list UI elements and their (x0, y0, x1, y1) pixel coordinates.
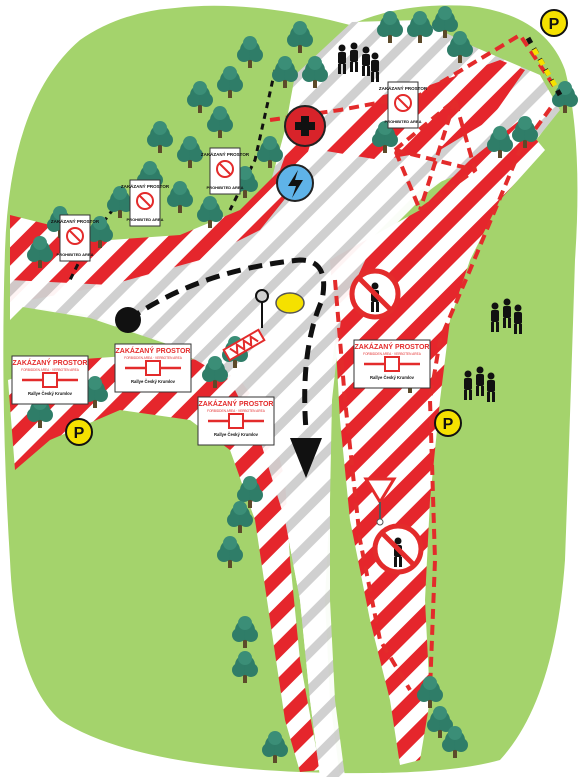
electricity-icon (276, 164, 314, 202)
sign-title: ZAKÁZANÝ PROSTOR (201, 151, 250, 157)
route-arrowhead (290, 438, 322, 478)
parking-icon: P (434, 409, 462, 437)
sign-subtitle: PROHIBITED AREA (127, 217, 164, 222)
small-prohibited-sign: ZAKÁZANÝ PROSTOR PROHIBITED AREA (201, 147, 250, 195)
sign-event: Rallye Český Krumlov (131, 379, 176, 384)
sign-subtitle: FORBIDDEN AREA · VERBOTEN AREA (207, 409, 266, 413)
sign-subtitle: PROHIBITED AREA (57, 252, 94, 257)
small-prohibited-sign: ZAKÁZANÝ PROSTOR PROHIBITED AREA (379, 81, 428, 129)
chicane-barrier-icon (222, 328, 266, 362)
sign-subtitle: PROHIBITED AREA (207, 185, 244, 190)
road-corridor (10, 150, 470, 777)
large-forbidden-sign: ZAKÁZANÝ PROSTOR FORBIDDEN AREA · VERBOT… (114, 343, 192, 393)
sign-event: Rallye Český Krumlov (28, 391, 73, 396)
rally-route (126, 257, 327, 431)
parking-label: P (443, 416, 454, 433)
no-entry-icon (349, 268, 401, 320)
sign-subtitle: PROHIBITED AREA (385, 119, 422, 124)
large-forbidden-sign: ZAKÁZANÝ PROSTOR FORBIDDEN AREA · VERBOT… (353, 339, 431, 389)
no-entry-icon (372, 523, 424, 575)
sign-title: ZAKÁZANÝ PROSTOR (116, 346, 191, 355)
route-start-marker (115, 307, 141, 333)
parking-icon: P (65, 418, 93, 446)
small-prohibited-sign: ZAKÁZANÝ PROSTOR PROHIBITED AREA (121, 179, 170, 227)
forbidden-zone-left-upper (10, 110, 320, 320)
parking-icon: P (540, 9, 568, 37)
sign-title: ZAKÁZANÝ PROSTOR (13, 358, 88, 367)
fence-line (228, 69, 277, 211)
forbidden-zone-left-lower (8, 355, 320, 772)
small-prohibited-sign: ZAKÁZANÝ PROSTOR PROHIBITED AREA (51, 214, 100, 262)
sign-title: ZAKÁZANÝ PROSTOR (51, 218, 100, 224)
parking-access-line-yellow (528, 42, 560, 91)
sign-subtitle: FORBIDDEN AREA · VERBOTEN AREA (21, 368, 80, 372)
sign-title: ZAKÁZANÝ PROSTOR (379, 85, 428, 91)
sign-event: Rallye Český Krumlov (214, 432, 259, 437)
sign-title: ZAKÁZANÝ PROSTOR (121, 183, 170, 189)
sign-subtitle: FORBIDDEN AREA · VERBOTEN AREA (124, 356, 183, 360)
barrier-tape (269, 32, 562, 692)
large-forbidden-sign: ZAKÁZANÝ PROSTOR FORBIDDEN AREA · VERBOT… (197, 396, 275, 446)
parking-label: P (549, 16, 560, 33)
sign-title: ZAKÁZANÝ PROSTOR (199, 399, 274, 408)
first-aid-icon (284, 105, 326, 147)
sign-event: Rallye Český Krumlov (370, 375, 415, 380)
large-forbidden-sign: ZAKÁZANÝ PROSTOR FORBIDDEN AREA · VERBOT… (11, 355, 89, 405)
sign-subtitle: FORBIDDEN AREA · VERBOTEN AREA (363, 352, 422, 356)
timing-hut-icon (255, 289, 305, 328)
parking-label: P (74, 425, 85, 442)
sign-title: ZAKÁZANÝ PROSTOR (355, 342, 430, 351)
forbidden-zone-top (320, 60, 525, 160)
yield-sign-icon (363, 477, 397, 526)
